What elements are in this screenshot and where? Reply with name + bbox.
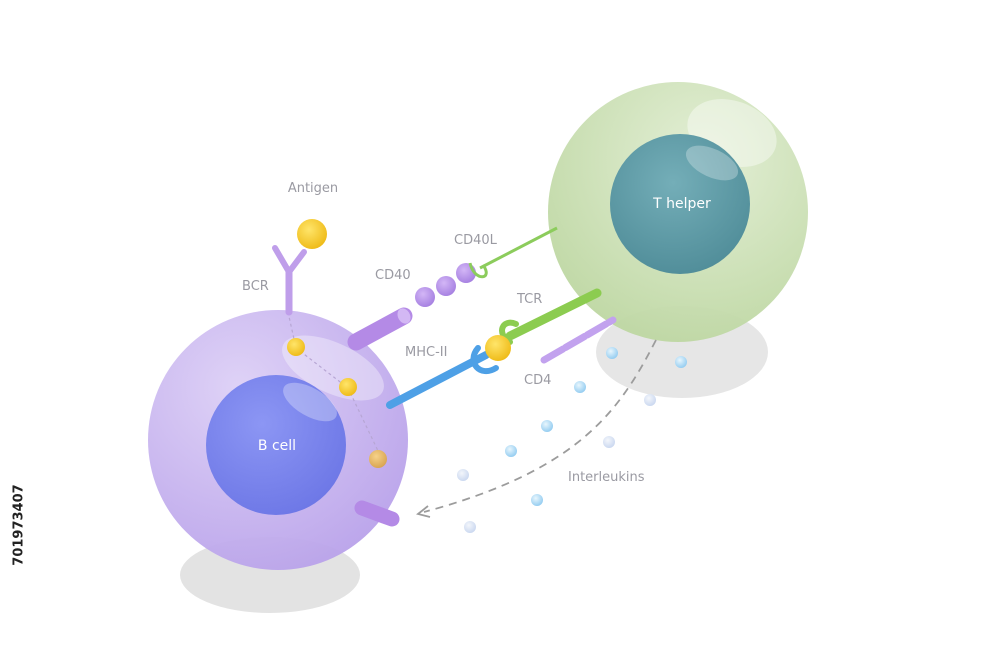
antigen-label: Antigen [288, 181, 338, 196]
mhc2-molecule [386, 351, 490, 409]
image-id-text: 701973407 [11, 484, 27, 566]
interleukin-arrow-head [416, 505, 431, 518]
mhc2-label: MHC-II [405, 345, 447, 360]
presented-antigen [485, 335, 511, 361]
t-helper-cell: T helper [548, 82, 808, 342]
bcr-label: BCR [242, 279, 269, 294]
interleukin-arrow-path [423, 339, 657, 513]
interleukins-label: Interleukins [568, 470, 645, 485]
tcr-label: TCR [516, 292, 542, 307]
interleukin-particles [457, 347, 687, 533]
internalization-path [287, 311, 381, 456]
internal-antigen-2 [339, 378, 357, 396]
t-helper-label: T helper [652, 196, 711, 212]
b-cell: B cell [148, 310, 408, 570]
cd4-label: CD4 [524, 373, 551, 388]
cd40-bead-2 [436, 276, 456, 296]
antigen-molecule [297, 219, 327, 249]
cd40l-ligand [479, 226, 558, 270]
internal-antigen-3 [369, 450, 387, 468]
cd4-coreceptor [540, 316, 617, 364]
tcr-receptor [505, 288, 602, 341]
b-cell-label: B cell [258, 438, 296, 454]
cd40-label: CD40 [375, 268, 411, 283]
b-cell-nucleus [206, 375, 346, 515]
internal-antigen-1 [287, 338, 305, 356]
t-helper-nucleus [610, 134, 750, 274]
cd40-receptor [347, 307, 413, 351]
interleukin-receptor [354, 500, 400, 527]
bcr-receptor [272, 245, 307, 316]
cd40l-label: CD40L [454, 233, 498, 248]
image-id-sidebar: 701973407 [6, 435, 32, 615]
cd40-bead-1 [415, 287, 435, 307]
